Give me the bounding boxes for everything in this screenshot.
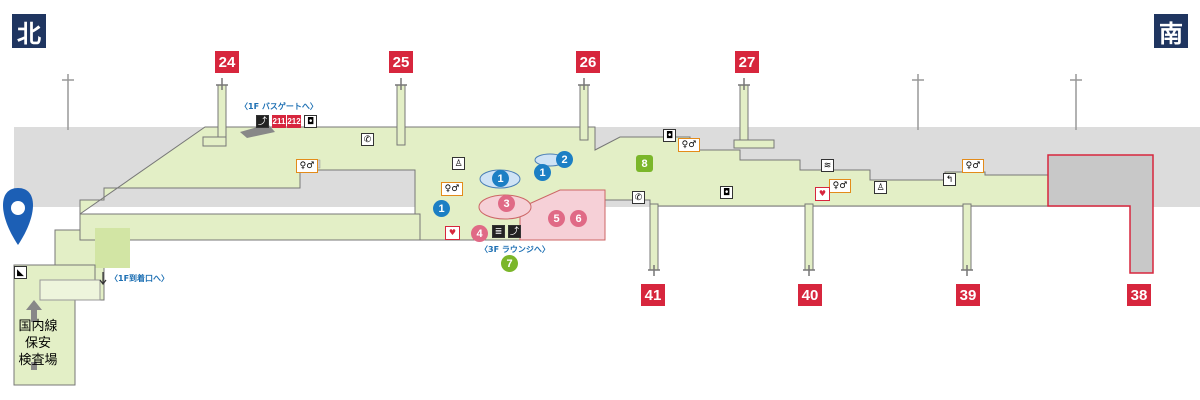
gate-39[interactable]: 39 [956, 284, 980, 306]
gate-25[interactable]: 25 [389, 51, 413, 73]
facility-7[interactable]: 7 [501, 255, 518, 272]
restroom-icon-4: ♀♂ [962, 159, 984, 173]
checkpoint-line-1: 国内線 [18, 319, 58, 334]
gate-38-area [1047, 154, 1154, 274]
nursing-room-icon-2: ♙ [874, 181, 887, 194]
bridge-caps [216, 78, 973, 276]
arrival-exit-note: 〈1F到着口へ〉 [110, 274, 170, 283]
facility-1b[interactable]: 1 [534, 164, 551, 181]
facility-3[interactable]: 3 [498, 195, 515, 212]
corridor-landing [95, 228, 130, 268]
shop-icon-3: ◘ [720, 186, 733, 199]
bus-gate-212: 212 [287, 115, 301, 128]
escalator-icon-2: ⤴ [508, 225, 521, 238]
down-arrow-icon [99, 272, 107, 285]
gate-38[interactable]: 38 [1127, 284, 1151, 306]
phone-icon-2: ✆ [632, 191, 645, 204]
facility-5[interactable]: 5 [548, 210, 565, 227]
facility-4[interactable]: 4 [471, 225, 488, 242]
aed-icon-2: ♥ [815, 187, 830, 201]
restroom-icon: ♀♂ [296, 159, 318, 173]
bus-gate-211: 211 [272, 115, 286, 128]
security-checkpoint-label: 国内線 保安 検査場 [10, 318, 66, 369]
security-corridor [79, 213, 421, 241]
facility-1a[interactable]: 1 [492, 170, 509, 187]
checkpoint-line-3: 検査場 [18, 353, 58, 368]
current-location-pin-icon [3, 188, 33, 245]
nursing-room-icon: ♙ [452, 157, 465, 170]
gate-26[interactable]: 26 [576, 51, 600, 73]
gate-40[interactable]: 40 [798, 284, 822, 306]
upper-boarding-bridges [202, 84, 775, 149]
up-arrow-icon [26, 300, 42, 370]
bus-gate-note: 〈1F バスゲートへ〉 [240, 102, 318, 111]
restroom-icon-2: ♀♂ [678, 138, 700, 152]
arrival-stair-landing [39, 279, 101, 301]
restroom-icon-3: ♀♂ [829, 179, 851, 193]
facility-1c[interactable]: 1 [433, 200, 450, 217]
gate-41[interactable]: 41 [641, 284, 665, 306]
restroom-icon-5: ♀♂ [441, 182, 463, 196]
elevator-icon-2: ↰ [943, 173, 956, 186]
stair-icon: ≣ [492, 225, 505, 238]
shop-icon: ◘ [304, 115, 317, 128]
aed-icon: ♥ [445, 226, 460, 240]
facility-2[interactable]: 2 [556, 151, 573, 168]
compass-south: 南 [1154, 14, 1188, 48]
gate-24[interactable]: 24 [215, 51, 239, 73]
facility-8[interactable]: 8 [636, 155, 653, 172]
gate-27[interactable]: 27 [735, 51, 759, 73]
phone-icon: ✆ [361, 133, 374, 146]
elevator-icon: ◣ [14, 266, 27, 279]
facility-6[interactable]: 6 [570, 210, 587, 227]
escalator-icon: ⤴ [256, 115, 269, 128]
shop-icon-2: ◘ [663, 129, 676, 142]
lower-boarding-bridges [649, 203, 972, 271]
lounge-note: 〈3F ラウンジへ〉 [480, 245, 550, 254]
smoking-icon: ≋ [821, 159, 834, 172]
remote-stand-posts [62, 74, 1082, 130]
checkpoint-line-2: 保安 [24, 336, 51, 351]
compass-north: 北 [12, 14, 46, 48]
